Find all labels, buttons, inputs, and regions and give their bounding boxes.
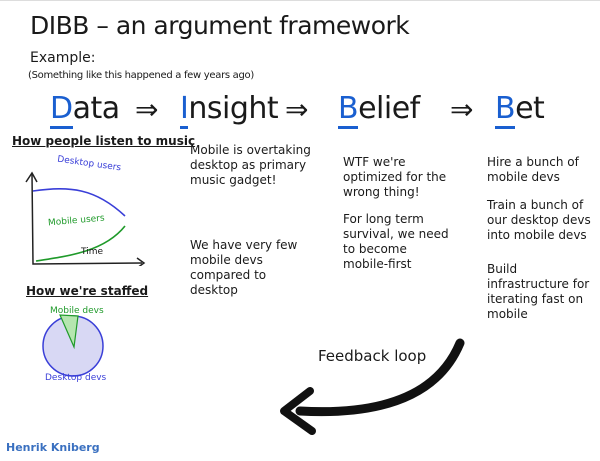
arrow-icon: ⇒ — [135, 93, 159, 126]
stage-rest: et — [515, 91, 545, 126]
stage-rest: nsight — [188, 91, 279, 126]
stage-bet: Bet — [495, 91, 545, 129]
belief-note: For long term survival, we need to becom… — [343, 212, 449, 271]
arrow-icon: ⇒ — [285, 93, 309, 126]
arrow-icon: ⇒ — [450, 93, 474, 126]
bet-note: Build infrastructure for iterating fast … — [487, 262, 590, 321]
stage-rest: elief — [358, 91, 420, 126]
stage-initial: B — [338, 91, 359, 129]
insight-note: Mobile is overtaking desktop as primary … — [190, 143, 311, 187]
chart1-title: How people listen to music — [12, 134, 196, 148]
feedback-arrow-curve — [295, 338, 465, 417]
example-note: (Something like this happened a few year… — [28, 70, 254, 81]
mobile-slice — [59, 314, 79, 350]
mobile-line — [35, 225, 126, 262]
line-sketch — [25, 171, 146, 266]
bet-note: Hire a bunch of mobile devs — [487, 155, 579, 184]
bet-note: Train a bunch of our desktop devs into m… — [487, 198, 591, 242]
belief-note: WTF we're optimized for the wrong thing! — [343, 155, 447, 199]
insight-note: We have very few mobile devs compared to… — [190, 238, 298, 297]
feedback-arrow-icon — [280, 338, 465, 435]
diagram-title: DIBB – an argument framework — [30, 11, 410, 40]
stage-rest: ata — [72, 91, 121, 126]
stage-initial: I — [180, 91, 189, 129]
pie-sketch — [42, 314, 104, 377]
axes — [31, 173, 143, 265]
axis-arrowheads — [25, 171, 146, 266]
time-label: Time — [81, 247, 104, 257]
author-signature: Henrik Kniberg — [6, 441, 100, 454]
chart2-title: How we're staffed — [26, 284, 149, 298]
stage-initial: B — [495, 91, 516, 129]
feedback-loop-label: Feedback loop — [318, 347, 427, 365]
stage-belief: Belief — [338, 91, 420, 129]
mobile-devs-label: Mobile devs — [50, 306, 104, 316]
feedback-arrow-head — [280, 387, 316, 435]
stage-insight: Insight — [180, 91, 279, 129]
stage-initial: D — [50, 91, 73, 129]
desktop-devs-label: Desktop devs — [45, 373, 107, 383]
desktop-line — [32, 188, 126, 217]
stage-data: Data — [50, 91, 121, 129]
example-label: Example: — [30, 50, 96, 66]
